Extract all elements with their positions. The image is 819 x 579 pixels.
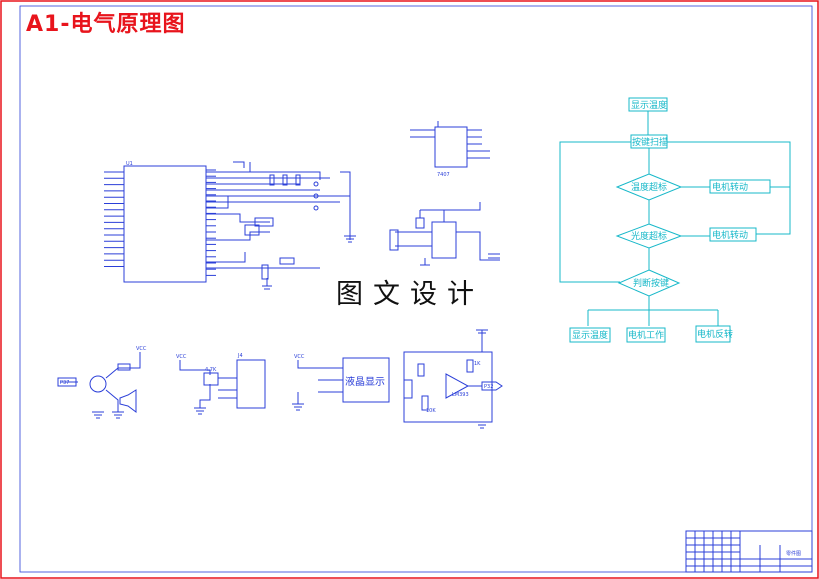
title-block-label: 零件图 — [786, 550, 801, 557]
buzzer-vcc: VCC — [136, 346, 147, 352]
fc-decision-temp: 温度超标 — [631, 181, 667, 193]
j4-circuit: VCC 4.7K J4 — [176, 353, 266, 415]
mcu-bus-wires — [206, 161, 356, 290]
watermark-text: 图文设计 — [336, 279, 484, 310]
fc-start: 显示温度 — [631, 99, 667, 111]
timer-circuit — [389, 202, 500, 266]
comparator-circuit: P32 LM393 10K 1K — [403, 329, 503, 429]
inner-frame — [19, 5, 813, 573]
fc-decision-judge: 判断按键 — [633, 277, 669, 289]
fc-motor-on: 电机转动 — [712, 181, 748, 193]
fc-decision-smoke: 光度超标 — [631, 230, 667, 242]
ic-7407: 7407 — [410, 121, 490, 178]
j4-label: J4 — [237, 353, 243, 359]
fc-out-motor-rev: 电机反转 — [697, 328, 733, 340]
fc-out-motor-work: 电机工作 — [628, 329, 664, 341]
lcd-circuit: 液晶显示 VCC — [292, 354, 390, 411]
res-1k-label: 1K — [474, 361, 481, 367]
j4-vcc: VCC — [176, 354, 187, 360]
sheet-title: A1-电气原理图 — [26, 12, 186, 37]
mcu-label: U1 — [126, 161, 133, 167]
ic-7407-label: 7407 — [437, 172, 450, 178]
fc-motor-rev: 电机转动 — [712, 229, 748, 241]
flowchart: 显示温度 按键扫描 温度超标 电机转动 光度超标 电机转动 判断按键 显示温度 … — [559, 97, 791, 343]
title-block: 零件图 — [685, 530, 813, 573]
res-10k-label: 10K — [426, 408, 436, 414]
buzzer-p37: P37 — [60, 380, 69, 386]
comparator-p32: P32 — [484, 384, 493, 390]
fc-scan: 按键扫描 — [632, 136, 668, 148]
opamp-label: LM393 — [452, 392, 469, 398]
res-4k7-label: 4.7K — [205, 367, 217, 373]
fc-out-display: 显示温度 — [572, 329, 608, 341]
mcu-block: U1 — [104, 161, 216, 283]
buzzer-circuit: VCC P37 — [57, 346, 147, 419]
lcd-vcc: VCC — [294, 354, 305, 360]
lcd-label: 液晶显示 — [345, 375, 385, 388]
